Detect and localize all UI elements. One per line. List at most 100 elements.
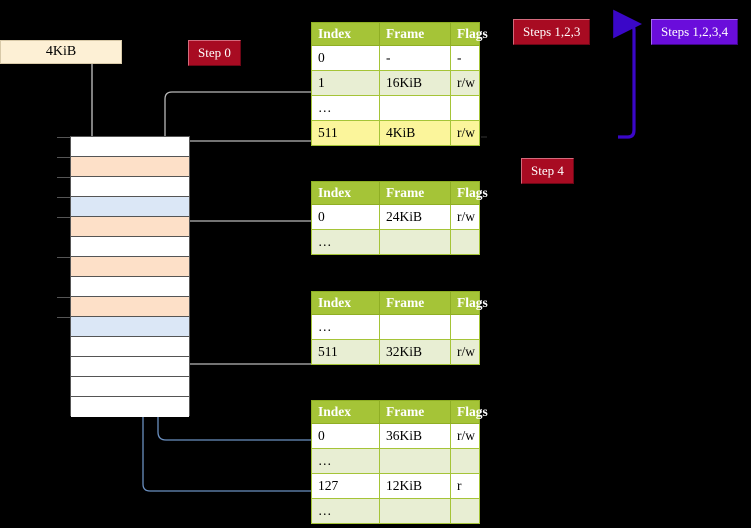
memory-frame-tick	[57, 257, 71, 258]
step-badge-steps123: Steps 1,2,3	[513, 19, 591, 45]
memory-frame-tick	[57, 217, 71, 218]
cell-frame	[379, 95, 451, 121]
cell-flags: r	[450, 473, 480, 499]
column-header-index: Index	[311, 181, 380, 205]
column-header-frame: Frame	[379, 400, 451, 424]
memory-frame-row	[71, 317, 189, 337]
cell-flags: -	[450, 45, 480, 71]
cell-frame: 16KiB	[379, 70, 451, 96]
memory-frame-row	[71, 337, 189, 357]
memory-frame-row	[71, 397, 189, 417]
table-row[interactable]: …	[311, 229, 480, 255]
column-header-frame: Frame	[379, 22, 451, 46]
memory-frame-row	[71, 237, 189, 257]
cell-flags	[450, 498, 480, 524]
cell-frame	[379, 498, 451, 524]
cell-index: 0	[311, 204, 380, 230]
cell-frame: 24KiB	[379, 204, 451, 230]
cell-index: …	[311, 229, 380, 255]
cell-flags: r/w	[450, 120, 480, 146]
memory-size-box: 4KiB	[0, 40, 122, 64]
cell-flags: r/w	[450, 339, 480, 365]
cell-index: 0	[311, 423, 380, 449]
column-header-frame: Frame	[379, 181, 451, 205]
memory-frame-row	[71, 197, 189, 217]
column-header-flags: Flags	[450, 181, 488, 205]
table-row[interactable]: …	[311, 498, 480, 524]
table-row[interactable]: 0--	[311, 45, 480, 71]
column-header-index: Index	[311, 291, 380, 315]
wire-t1-4kib	[174, 140, 311, 161]
memory-frame-row	[71, 177, 189, 197]
step-badge-steps1234: Steps 1,2,3,4	[651, 19, 739, 45]
cell-frame	[379, 229, 451, 255]
cell-index: …	[311, 314, 380, 340]
wire-t3-32kib	[174, 314, 311, 365]
cell-frame: 32KiB	[379, 339, 451, 365]
memory-frame-row	[71, 297, 189, 317]
column-header-flags: Flags	[450, 400, 488, 424]
memory-frame-tick	[57, 197, 71, 198]
table-row[interactable]: …	[311, 314, 480, 340]
memory-frame-row	[71, 217, 189, 237]
cell-flags	[450, 448, 480, 474]
physical-memory-column	[57, 136, 190, 417]
memory-frame-row	[71, 357, 189, 377]
memory-frame-tick	[57, 317, 71, 318]
cell-flags: r/w	[450, 423, 480, 449]
memory-frame-row	[71, 277, 189, 297]
table-row[interactable]: …	[311, 448, 480, 474]
cell-index: 127	[311, 473, 380, 499]
memory-frame-row	[71, 257, 189, 277]
wire-purple-bracket	[613, 9, 642, 139]
cell-index: …	[311, 498, 380, 524]
column-header-flags: Flags	[450, 22, 488, 46]
column-header-flags: Flags	[450, 291, 488, 315]
cell-frame	[379, 448, 451, 474]
cell-index: …	[311, 448, 380, 474]
memory-frame-tick	[57, 157, 71, 158]
wire-t2-24kib	[179, 220, 311, 251]
cell-flags	[450, 314, 480, 340]
cell-frame: -	[379, 45, 451, 71]
cell-frame: 4KiB	[379, 120, 451, 146]
table-row[interactable]: …	[311, 95, 480, 121]
memory-frame-tick	[57, 297, 71, 298]
memory-frame-tick	[57, 177, 71, 178]
cell-index: …	[311, 95, 380, 121]
cell-index: 1	[311, 70, 380, 96]
cell-flags	[450, 229, 480, 255]
column-header-index: Index	[311, 400, 380, 424]
memory-frame-row	[71, 377, 189, 397]
cell-frame: 12KiB	[379, 473, 451, 499]
memory-frame-row	[71, 137, 189, 157]
column-header-index: Index	[311, 22, 380, 46]
cell-frame	[379, 314, 451, 340]
cell-index: 511	[311, 339, 380, 365]
cell-flags: r/w	[450, 204, 480, 230]
cell-flags	[450, 95, 480, 121]
step-badge-step0: Step 0	[188, 40, 241, 66]
memory-frame-row	[71, 157, 189, 177]
cell-flags: r/w	[450, 70, 480, 96]
step-badge-step4: Step 4	[521, 158, 574, 184]
cell-frame: 36KiB	[379, 423, 451, 449]
memory-size-label: 4KiB	[45, 44, 77, 59]
cell-index: 0	[311, 45, 380, 71]
memory-frame-tick	[57, 137, 71, 138]
